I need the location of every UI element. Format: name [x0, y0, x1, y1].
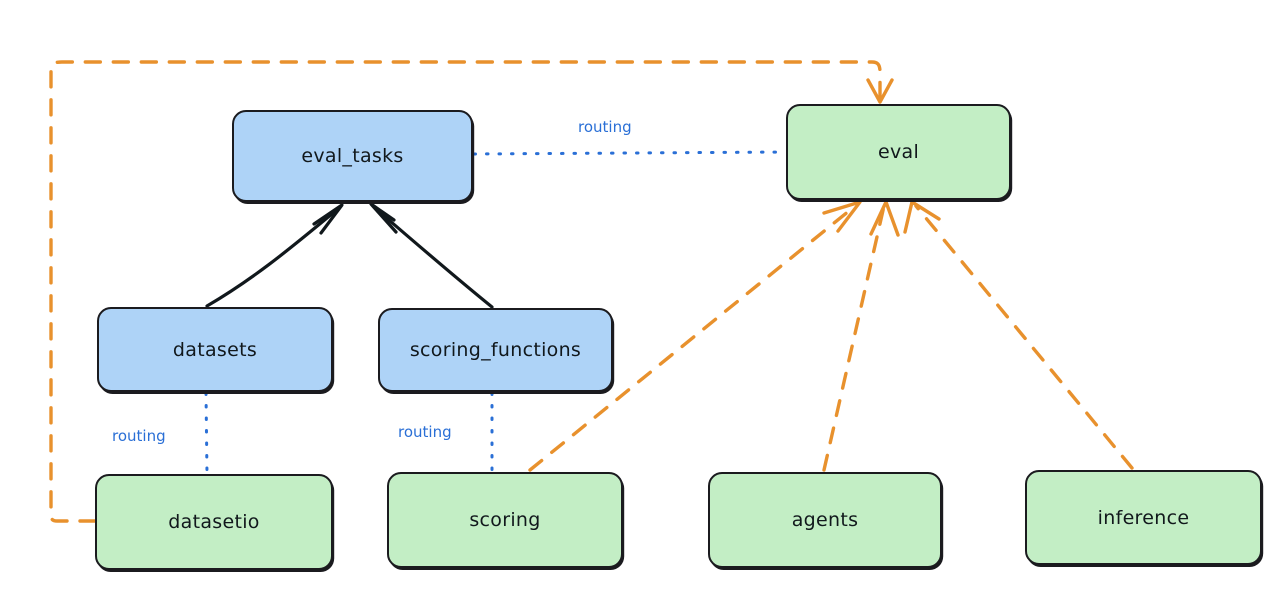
- node-label-eval: eval: [877, 141, 920, 163]
- node-eval-tasks[interactable]: eval_tasks: [232, 110, 473, 202]
- edge-scoring-functions-to-eval-tasks: [369, 202, 494, 309]
- node-scoring[interactable]: scoring: [387, 472, 623, 568]
- node-agents[interactable]: agents: [708, 472, 942, 568]
- node-label-scoring-functions: scoring_functions: [409, 339, 582, 361]
- node-label-inference: inference: [1097, 506, 1190, 529]
- node-label-datasetio: datasetio: [168, 511, 260, 533]
- node-label-scoring: scoring: [469, 509, 541, 531]
- edge-inference-to-eval: [903, 200, 1134, 470]
- edge-datasets-to-datasetio-routing: [204, 391, 209, 476]
- edge-label-routing-datasets-datasetio: routing: [112, 427, 166, 445]
- edge-eval-tasks-to-eval-routing: [472, 150, 788, 156]
- node-label-agents: agents: [791, 509, 859, 531]
- node-datasets[interactable]: datasets: [97, 307, 333, 392]
- edge-label-routing-eval-tasks-eval: routing: [578, 118, 632, 136]
- node-label-eval-tasks: eval_tasks: [301, 145, 404, 167]
- edge-label-routing-scoring-functions-scoring: routing: [398, 423, 452, 441]
- node-datasetio[interactable]: datasetio: [95, 474, 333, 570]
- node-label-datasets: datasets: [172, 338, 258, 361]
- node-eval[interactable]: eval: [786, 104, 1011, 200]
- node-scoring-functions[interactable]: scoring_functions: [378, 308, 613, 392]
- edge-agents-to-eval: [822, 200, 900, 472]
- edge-datasets-to-eval-tasks: [205, 203, 344, 308]
- node-inference[interactable]: inference: [1025, 470, 1262, 565]
